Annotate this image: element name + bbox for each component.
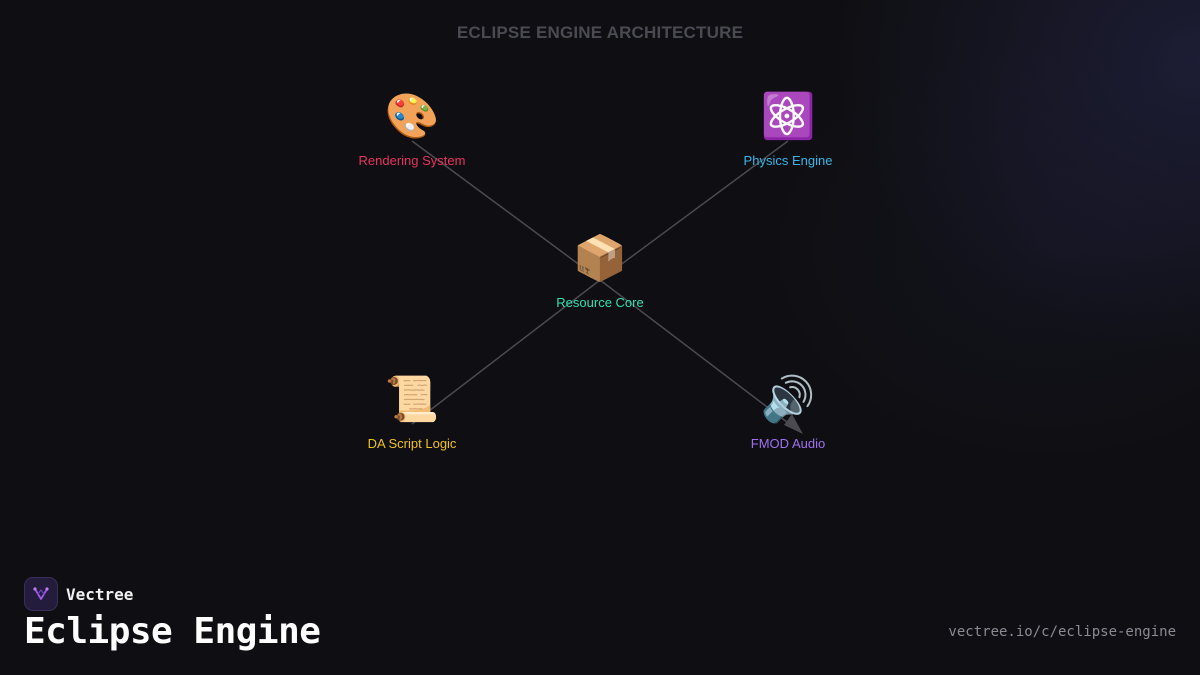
node-physics-engine[interactable]: ⚛️ Physics Engine	[698, 89, 878, 168]
node-label: DA Script Logic	[367, 436, 457, 451]
edge-core-rendering	[411, 140, 601, 281]
edge-core-audio	[599, 279, 801, 433]
page-title: Eclipse Engine	[24, 611, 321, 652]
node-label: Rendering System	[358, 153, 466, 168]
node-label: FMOD Audio	[750, 436, 826, 451]
node-fmod-audio[interactable]: 🔊 FMOD Audio	[698, 372, 878, 451]
vectree-logo-icon	[24, 577, 58, 611]
node-label: Resource Core	[556, 295, 644, 310]
atom-icon: ⚛️	[760, 91, 816, 142]
palette-icon: 🎨	[384, 91, 440, 142]
node-da-script-logic[interactable]: 📜 DA Script Logic	[322, 372, 502, 451]
edge-core-script	[411, 279, 601, 425]
node-label: Physics Engine	[743, 153, 833, 168]
edge-core-audio-arrowhead	[784, 414, 803, 434]
page-url[interactable]: vectree.io/c/eclipse-engine	[948, 624, 1176, 640]
speaker-icon: 🔊	[760, 374, 816, 425]
node-resource-core[interactable]: 📦 Resource Core	[510, 231, 690, 310]
brand-name: Vectree	[66, 584, 134, 604]
node-rendering-system[interactable]: 🎨 Rendering System	[322, 89, 502, 168]
brand[interactable]: Vectree	[24, 577, 133, 611]
diagram-title: ECLIPSE ENGINE ARCHITECTURE	[456, 23, 744, 42]
scroll-icon: 📜	[384, 374, 440, 425]
package-icon: 📦	[572, 233, 628, 284]
edge-core-physics	[599, 140, 789, 281]
